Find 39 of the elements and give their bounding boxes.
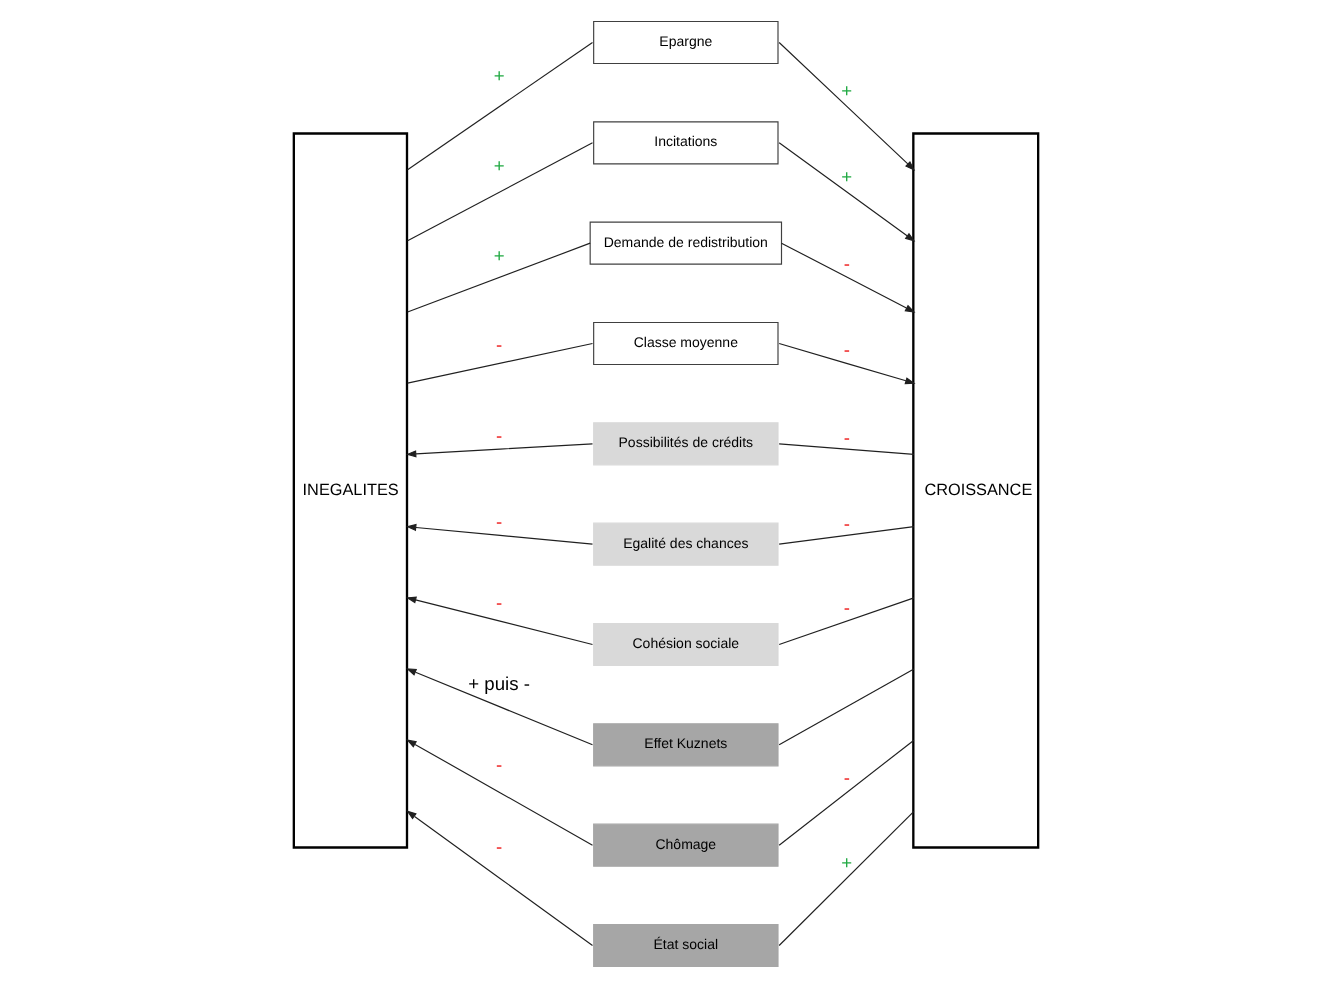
arrow — [778, 41, 916, 171]
edge-label: - — [843, 340, 850, 361]
edge-label: - — [496, 511, 503, 532]
connector — [778, 597, 915, 646]
arrow — [406, 739, 594, 846]
connector — [407, 242, 591, 313]
connector — [778, 443, 915, 455]
arrow — [405, 596, 594, 646]
arrow — [778, 342, 916, 385]
edge-label: - — [496, 755, 503, 776]
edge-label: - — [843, 253, 850, 274]
arrow — [778, 142, 916, 242]
connector — [407, 142, 594, 242]
arrow — [405, 523, 594, 545]
edge-label: - — [843, 513, 850, 534]
edge-label: + — [493, 245, 505, 266]
edge-label: - — [843, 597, 850, 618]
arrow — [405, 443, 594, 458]
connector — [778, 668, 915, 746]
connector — [407, 41, 594, 171]
connector — [778, 810, 915, 947]
edge-label: - — [496, 335, 503, 356]
edge-label: + — [841, 167, 853, 188]
edge-label: - — [496, 593, 503, 614]
arrow — [406, 810, 594, 947]
arrow — [405, 668, 594, 746]
edge-label: + — [493, 155, 505, 176]
connector — [778, 739, 915, 846]
edge-label: + puis - — [468, 673, 531, 694]
arrow — [780, 242, 916, 313]
edge-label: + — [493, 65, 505, 86]
edge-label: - — [496, 426, 503, 447]
edge-label: + — [841, 81, 853, 102]
connector — [407, 342, 594, 384]
edge-label: - — [843, 768, 850, 789]
edge-label: - — [843, 427, 850, 448]
edge-label: - — [496, 837, 503, 858]
connector — [778, 526, 915, 545]
edge-label: + — [841, 853, 853, 874]
